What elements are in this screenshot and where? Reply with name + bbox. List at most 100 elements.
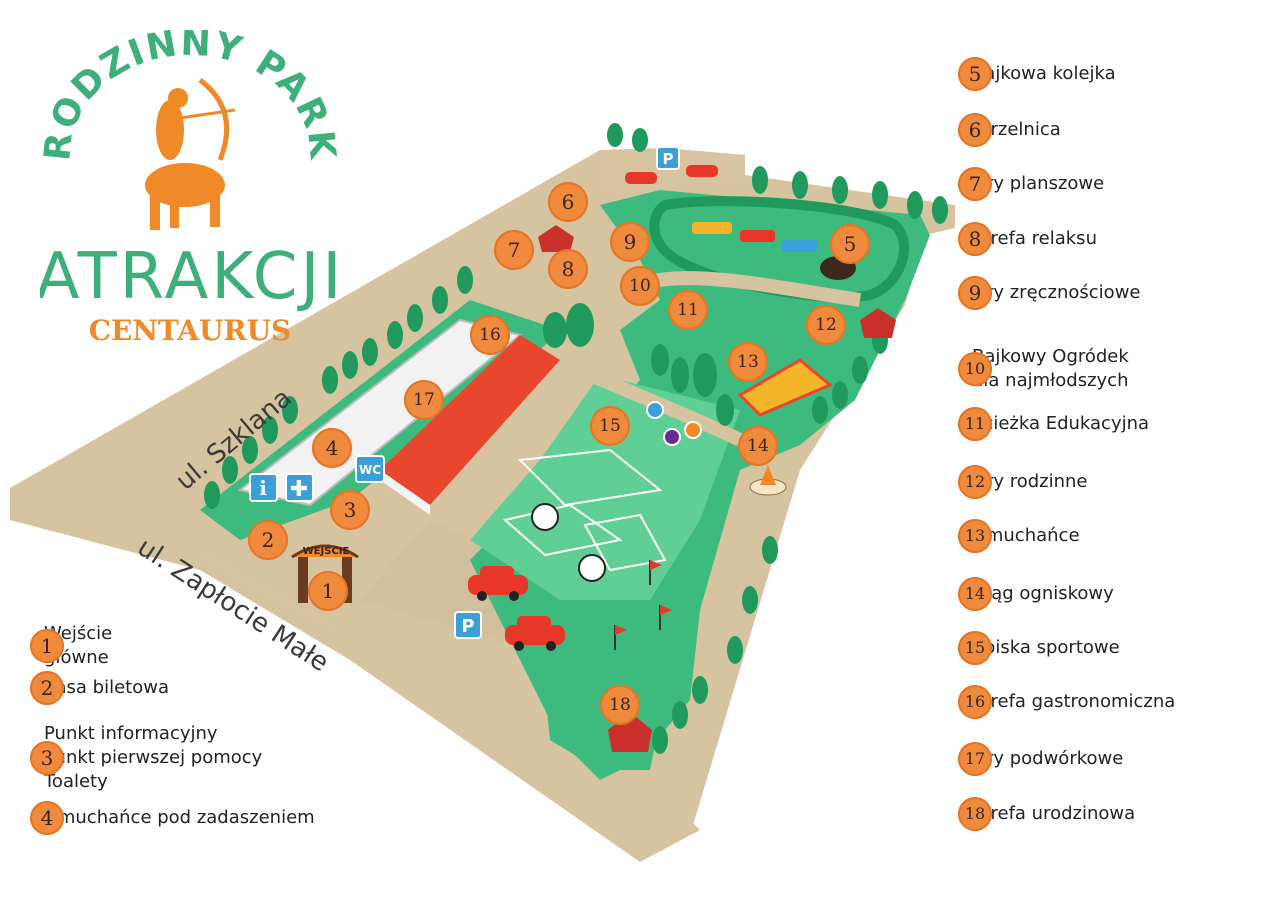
wc-sign-label: WC [359,463,381,477]
legend-badge: 18 [958,797,992,831]
tree-group [204,123,948,754]
train-icon [692,222,856,280]
legend-badge: 2 [30,671,64,705]
red-roof-side [380,470,430,515]
legend-badge: 17 [958,742,992,776]
campfire-flame [760,465,776,485]
legend-label: Strzelnica [972,119,1061,140]
billiard-ball-icon [663,428,681,446]
legend-label: Bajkowa kolejka [972,63,1116,84]
map-marker-14: 14 [738,426,778,466]
map-marker-18: 18 [600,685,640,725]
car-wheel [477,591,556,651]
legend-label: Dmuchańce pod zadaszeniem [44,807,315,828]
first-aid-sign [285,473,314,502]
wc-sign [355,455,385,483]
legend-label: Dmuchańce [972,525,1080,546]
pavilion-icon [860,308,896,338]
logo-main-text: ATRAKCJI [40,240,340,314]
map-marker-13: 13 [728,342,768,382]
legend-label: Ścieżka Edukacyjna [972,413,1150,434]
legend-badge: 10 [958,352,992,386]
map-marker-10: 10 [620,266,660,306]
map-marker-4: 4 [312,428,352,468]
legend-label: Strefa urodzinowa [972,803,1136,824]
legend-badge: 11 [958,407,992,441]
centaur-logo-icon [145,78,236,230]
map-marker-9: 9 [610,222,650,262]
logo-top-text: RODZINNY PARK [40,30,340,162]
red-roof [380,335,560,505]
first-aid-icon: ✚ [290,477,308,502]
billiard-ball-icon [646,401,664,419]
legend-badge: 4 [30,801,64,835]
legend-badge: 6 [958,113,992,147]
legend-badge: 3 [30,741,64,775]
street-zaplocie [10,488,700,862]
map-marker-11: 11 [668,290,708,330]
legend-label: Gry podwórkowe [972,748,1124,769]
car-icon [468,165,718,645]
legend-badge: 16 [958,685,992,719]
parking-sign-top [656,146,680,170]
legend-badge: 12 [958,465,992,499]
legend-label: Boiska sportowe [972,637,1120,658]
inflatable-slide-icon [737,358,833,417]
logo-brand-text: CENTAURUS [89,314,292,347]
map-marker-6: 6 [548,182,588,222]
parking-sign-bottom [454,611,482,639]
legend-badge: 14 [958,577,992,611]
map-marker-17: 17 [404,380,444,420]
legend-label: Krąg ogniskowy [972,583,1114,604]
volleyball-icon [578,554,606,582]
pavilion-icon [538,225,574,252]
info-sign [249,473,278,502]
map-marker-7: 7 [494,230,534,270]
map-marker-2: 2 [248,520,288,560]
parking-sign-bottom-label: P [461,616,474,637]
legend-badge: 8 [958,222,992,256]
gate-sign-label: WEJŚCIE [303,544,350,557]
golf-flag-fill [615,560,672,635]
map-marker-5: 5 [830,224,870,264]
legend-label: Gry zręcznościowe [972,282,1141,303]
legend-badge: 15 [958,631,992,665]
logo: RODZINNY PARK ATRAKCJI CENTAURUS [40,30,340,347]
parking-sign-top-label: P [663,150,674,168]
legend-badge: 13 [958,519,992,553]
legend-badge: 1 [30,629,64,663]
map-marker-15: 15 [590,406,630,446]
map-marker-16: 16 [470,315,510,355]
train-track [649,196,909,303]
legend-badge: 5 [958,57,992,91]
map-marker-12: 12 [806,305,846,345]
legend-label: Punkt informacyjny Punkt pierwszej pomoc… [44,723,263,792]
entrance-gate [291,544,359,603]
billiard-ball-icon [684,421,702,439]
legend-label: Bajkowy Ogródek dla najmłodszych [972,346,1129,391]
legend-badge: 7 [958,167,992,201]
map-marker-1: 1 [308,571,348,611]
soccer-ball-icon [531,503,559,531]
info-sign-label: i [259,476,267,500]
map-marker-3: 3 [330,490,370,530]
legend-badge: 9 [958,276,992,310]
